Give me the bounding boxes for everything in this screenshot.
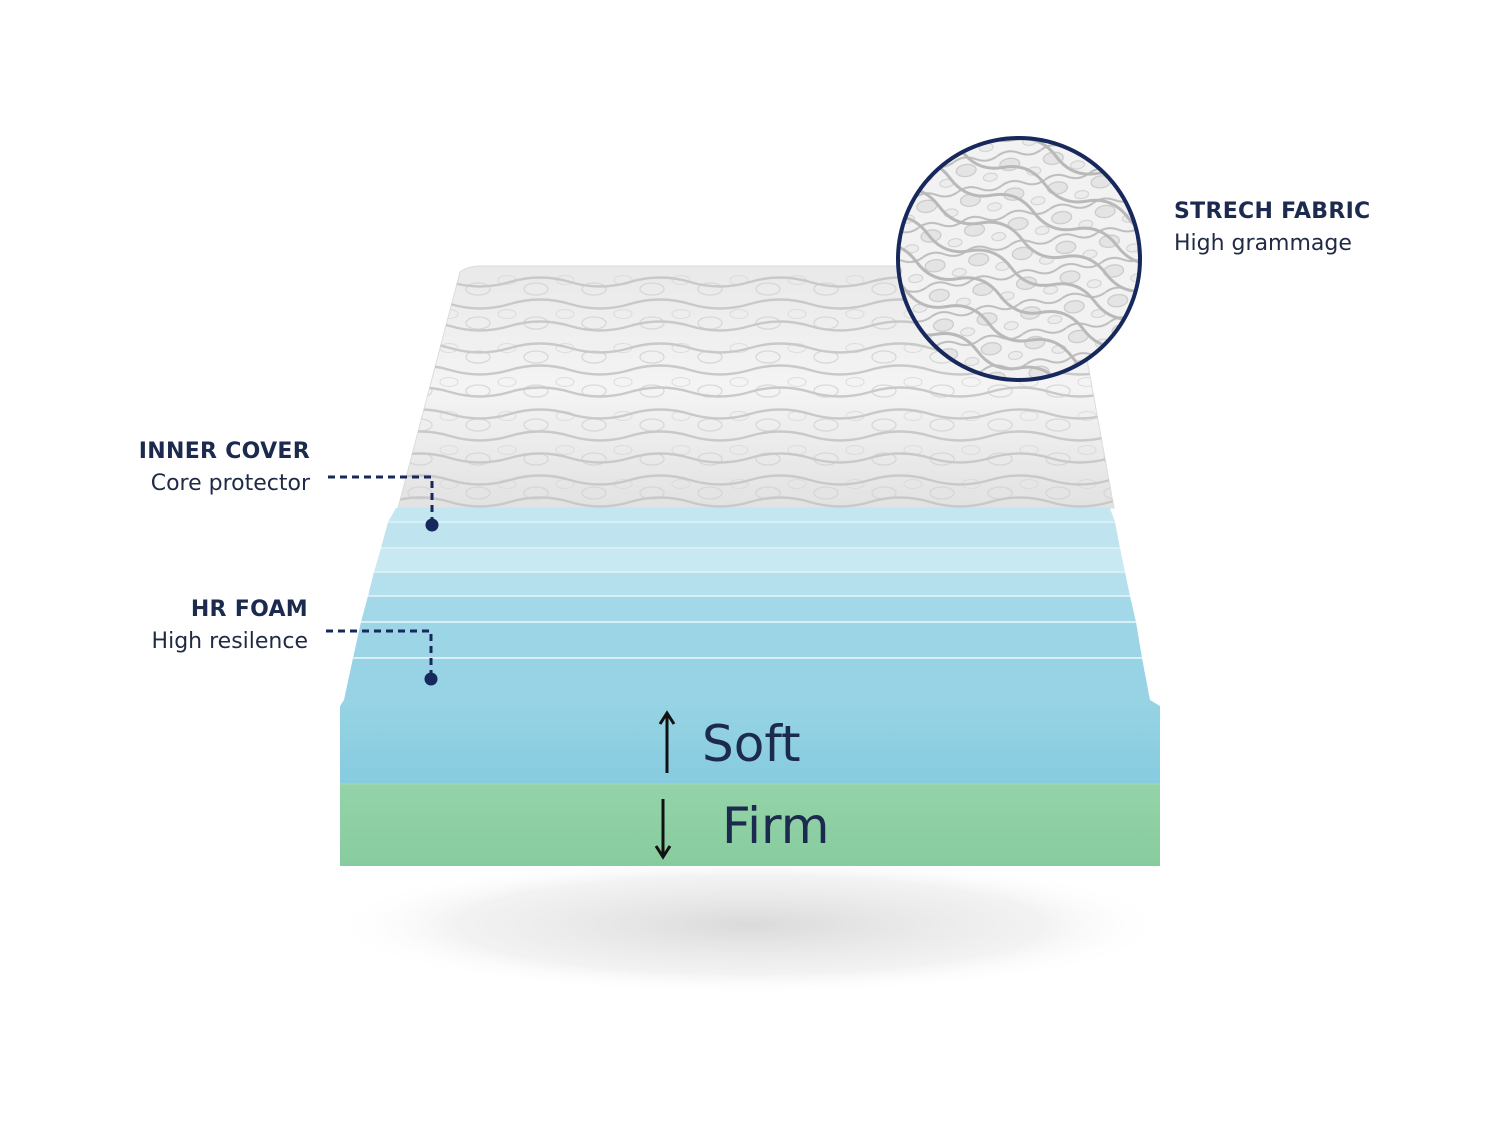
soft-foam-front (340, 700, 1160, 784)
firm-label: Firm (722, 797, 830, 855)
foam-layer-3 (374, 548, 1125, 572)
fabric-wave-line (898, 214, 1140, 355)
quilt-stitch-line (398, 408, 1114, 420)
inner-cover-subtitle: Core protector (150, 471, 310, 496)
firm-foam-front (340, 784, 1160, 866)
floor-shadow (330, 855, 1170, 995)
hr-foam-title: HR FOAM (190, 597, 308, 622)
quilt-stitch-line (398, 386, 1114, 398)
inner-cover-callout: INNER COVER Core protector (139, 436, 310, 500)
foam-layer-2 (381, 522, 1120, 548)
fabric-wave-line (908, 159, 1140, 299)
foam-layer-seams (353, 521, 1142, 659)
fabric-wave-line (919, 138, 1140, 271)
foam-layer-7 (344, 658, 1150, 700)
firm-down-arrow-icon (654, 799, 672, 860)
fabric-zoom-circle (896, 136, 1142, 382)
stretch-fabric-subtitle: High grammage (1174, 231, 1352, 256)
foam-layer-4 (368, 572, 1130, 596)
hr-foam-callout: HR FOAM High resilence (152, 594, 308, 658)
stretch-fabric-callout: STRECH FABRIC High grammage (1174, 196, 1371, 260)
inner-cover-title: INNER COVER (138, 439, 310, 464)
quilt-stitch-line (398, 452, 1114, 464)
inner-cover-dot (425, 518, 439, 532)
quilt-stitch-line (398, 474, 1114, 486)
fabric-wave-line (898, 242, 1140, 380)
hr-foam-dot (424, 672, 438, 686)
fabric-wave-line (898, 187, 1140, 327)
foam-core (340, 508, 1160, 866)
foam-layer-1 (388, 508, 1115, 522)
quilt-stitch-line (398, 430, 1114, 442)
fabric-wave-line (898, 270, 1140, 380)
quilt-stitch-line (398, 496, 1114, 508)
soft-up-arrow-icon (658, 710, 676, 773)
inner-cover-leader (328, 475, 434, 522)
hr-foam-leader (326, 629, 433, 676)
foam-layer-6 (353, 622, 1142, 658)
foam-layer-5 (361, 596, 1136, 622)
soft-label: Soft (702, 715, 801, 773)
fabric-wave-line (930, 138, 1140, 243)
stretch-fabric-title: STRECH FABRIC (1174, 199, 1371, 224)
hr-foam-subtitle: High resilence (151, 629, 308, 654)
